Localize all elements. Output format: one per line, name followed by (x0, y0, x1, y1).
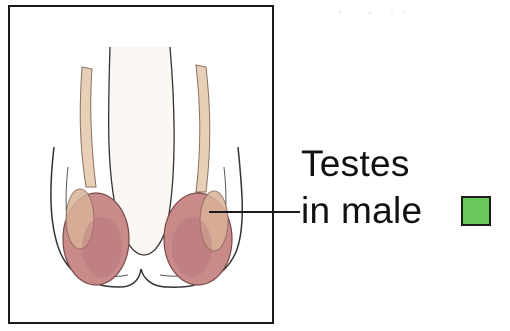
left-spermatic-cord (80, 67, 96, 187)
right-testis-shade (172, 217, 212, 277)
right-spermatic-cord (196, 65, 210, 192)
scan-specks (330, 8, 430, 18)
male-reproductive-organs-illustration (10, 7, 272, 322)
organ-label-line1: Testes (301, 144, 410, 184)
organ-label-line2: in male (301, 191, 422, 231)
green-key-swatch (461, 196, 491, 226)
left-testis-shade (82, 217, 122, 277)
label-leader-line (209, 211, 300, 213)
anatomy-figure-frame (8, 5, 274, 324)
